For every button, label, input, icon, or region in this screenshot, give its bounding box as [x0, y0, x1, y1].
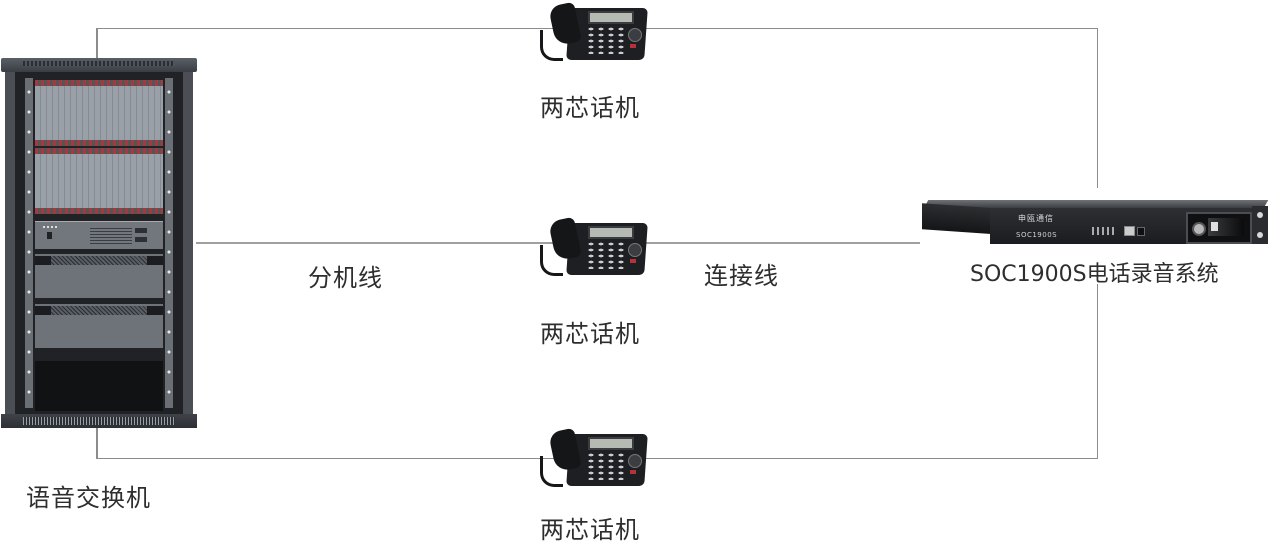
connection-line-label: 连接线 [704, 262, 779, 290]
rack-top-cap [1, 58, 197, 72]
voice-switch-label: 语音交换机 [26, 484, 151, 512]
recorder-model-text: SOC1900S [1016, 231, 1058, 239]
rack-recorder-icon: 申瓯通信 SOC1900S [922, 200, 1274, 248]
rack-mount-ear [1252, 206, 1268, 244]
rack-open-bay [35, 361, 163, 411]
phone-top-label: 两芯话机 [540, 94, 640, 122]
recorder-label: SOC1900S电话录音系统 [970, 262, 1219, 287]
bottom-line-left-vertical [96, 428, 98, 459]
line-card-shelf-1 [35, 80, 163, 146]
bottom-line-right-vertical [1097, 284, 1098, 459]
top-line-left-vertical [96, 28, 98, 59]
power-supply-unit [35, 221, 163, 249]
voice-switch-node [1, 58, 197, 428]
blank-panel-1 [35, 254, 163, 298]
phone-middle-label: 两芯话机 [540, 320, 640, 348]
usb-port-icon [1137, 227, 1145, 236]
ethernet-port-icon [1124, 226, 1135, 236]
recorder-brand-text: 申瓯通信 [1018, 214, 1054, 223]
blank-panel-2 [35, 304, 163, 348]
desk-telephone-icon [538, 1, 648, 62]
rack-bottom-base [1, 414, 197, 428]
line-card-shelf-2 [35, 148, 163, 214]
desk-telephone-icon [538, 427, 648, 488]
equipment-rack-icon [5, 72, 193, 414]
phone-bottom-label: 两芯话机 [540, 516, 640, 544]
desk-telephone-icon [538, 216, 648, 277]
top-line-right-vertical [1097, 28, 1098, 188]
status-leds [1092, 227, 1116, 235]
hard-drive-bay [1186, 212, 1252, 244]
extension-line-label: 分机线 [308, 264, 383, 292]
